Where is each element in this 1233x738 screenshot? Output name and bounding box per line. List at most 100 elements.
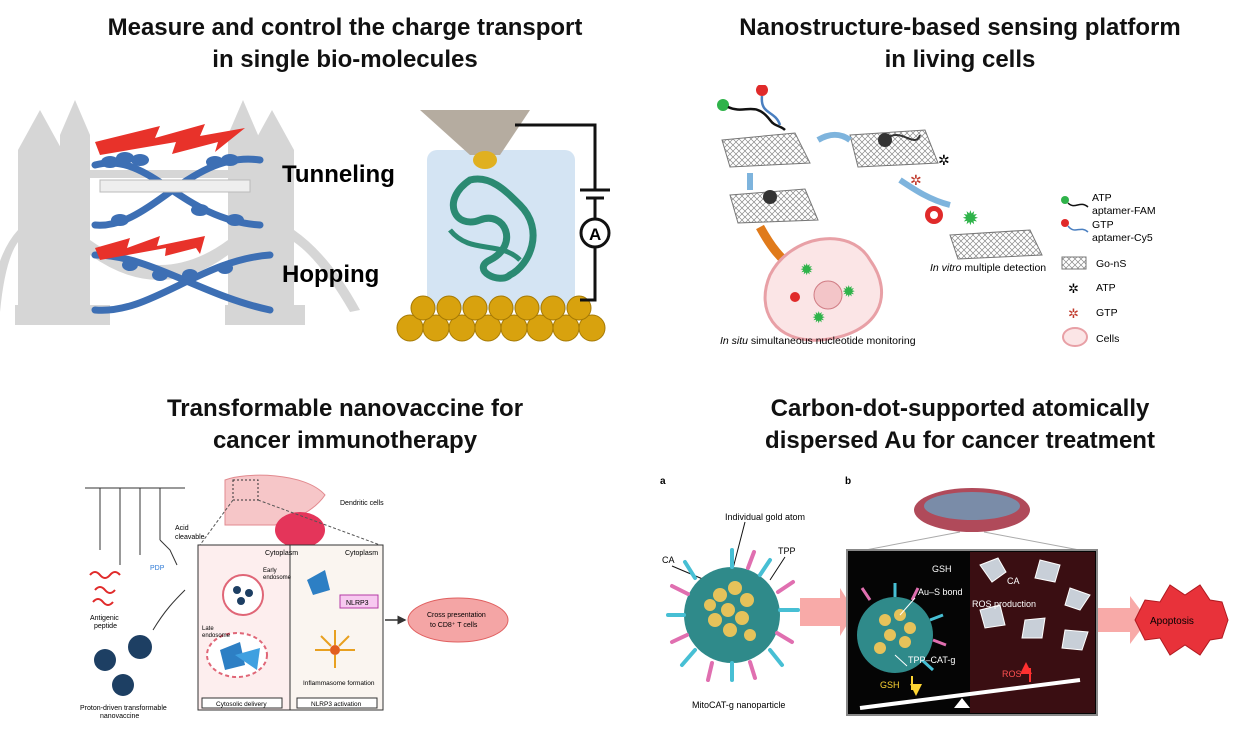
late-endosome-label-l1: Late [202, 626, 214, 632]
nlrp3-label: NLRP3 [346, 600, 369, 607]
early-endosome [222, 574, 264, 616]
ammeter-label: A [589, 225, 601, 244]
panel3-title-line1: Transformable nanovaccine for [166, 395, 524, 422]
acid-cleavable-label-l1: Acid [175, 525, 189, 532]
hopping-arrow-icon [95, 236, 205, 260]
panel-a-label: a [660, 476, 666, 487]
cytoplasm-right-label: Cytoplasm [345, 550, 378, 557]
apoptosis-burst [1134, 584, 1229, 656]
fam-dye-icon [717, 99, 729, 111]
panel-b-label: b [845, 476, 851, 487]
insitu-caption: In situ simultaneous nucleotide monitori… [720, 335, 916, 347]
svg-text:✹: ✹ [842, 284, 855, 301]
legend-cells: Cells [1096, 333, 1119, 345]
flow-arrow-1 [816, 131, 852, 143]
legend-cell-icon [1062, 327, 1088, 347]
nlrp3-activation-label: NLRP3 activation [311, 701, 362, 708]
cross-presentation-bubble [407, 597, 509, 643]
late-endosome-label-l2: endosome [202, 633, 231, 639]
aus-bond-label: Au–S bond [918, 587, 963, 597]
ca-box-label: CA [1007, 576, 1020, 586]
antigenic-peptide-icon [89, 571, 121, 606]
svg-text:✹: ✹ [800, 262, 813, 279]
seesaw-beam [859, 678, 1081, 710]
legend-atp-icon: ✲ [1068, 281, 1079, 296]
ammeter-icon [579, 217, 611, 249]
proton-label-l2: nanovaccine [100, 713, 139, 720]
charge-transport-figure: Tunneling Hopping A [0, 100, 611, 342]
panel1-title: Measure and control the charge transport… [60, 12, 630, 76]
zoom-box [232, 479, 259, 501]
pdp-label: PDP [150, 565, 165, 572]
acid-cleavable-label-l2: cleavable [175, 534, 205, 541]
gold-substrate [396, 295, 606, 342]
tip-gold-atom [473, 151, 497, 169]
nanovaccine-figure: Acid cleavable PDP Antigenic peptide Pro… [80, 474, 509, 720]
cross-presentation-l1: Cross presentation [427, 612, 486, 619]
svg-text:✹: ✹ [812, 310, 825, 327]
ca-label: CA [662, 555, 675, 565]
cross-presentation-l2: to CD8⁺ T cells [430, 622, 478, 629]
go-ns-sheet-1 [721, 132, 811, 168]
legend-atp: ATP [1096, 282, 1116, 294]
apoptosis-label: Apoptosis [1150, 616, 1194, 627]
antigenic-peptide-label-l1: Antigenic [90, 615, 119, 622]
panel1-title-line2: in single bio-molecules [212, 46, 478, 73]
panel1-title-line1: Measure and control the charge transport [107, 14, 583, 41]
cytoplasm-left-label: Cytoplasm [265, 550, 298, 557]
ros-cell-icons [979, 557, 1091, 651]
panel4-title-line1: Carbon-dot-supported atomically [770, 395, 1150, 422]
early-endosome-label-l2: endosome [263, 575, 292, 581]
tpp-cat-label: TPP–CAT-g [908, 655, 955, 665]
legend-gtp-icon: ✲ [1068, 306, 1079, 321]
early-endosome-label-l1: Early [263, 568, 277, 574]
legend-gtp-aptamer-l2: aptamer-Cy5 [1092, 232, 1153, 244]
svg-text:✹: ✹ [962, 208, 979, 230]
flow-arrow-big-2 [1098, 596, 1148, 644]
sensing-platform-figure: ✲ ✲ ✹ ✹ ✹ ✹ In situ simultaneous nucleot… [717, 85, 1156, 347]
gtp-molecule-icon-1: ✲ [910, 172, 922, 188]
legend-gtp: GTP [1096, 307, 1118, 319]
nanovaccine-particle-1 [94, 649, 116, 671]
gsh-label: GSH [932, 564, 952, 574]
legend: ATP aptamer-FAM GTP aptamer-Cy5 Go-nS ✲ … [1061, 192, 1156, 347]
stacked-base-pairs-lower [122, 259, 233, 281]
graphene-sheet [99, 179, 251, 193]
nanovaccine-particle-2 [128, 635, 152, 659]
inflammasome-icon [315, 630, 355, 668]
mitocat-label: MitoCAT-g nanoparticle [692, 700, 785, 710]
panel4-title: Carbon-dot-supported atomically disperse… [690, 393, 1230, 457]
panel3-title-line2: cancer immunotherapy [212, 427, 478, 454]
cytosolic-delivery-label: Cytosolic delivery [216, 701, 267, 708]
cy5-dye-icon [756, 85, 768, 96]
proton-label-l1: Proton-driven transformable [80, 705, 167, 712]
polymer-structure [85, 487, 185, 566]
go-ns-sheet-3 [729, 188, 819, 224]
mitocat-nanoparticle [666, 548, 800, 682]
stm-tip [420, 110, 530, 155]
panel4-title-line2: dispersed Au for cancer treatment [765, 427, 1155, 454]
panel2-title-line1: Nanostructure-based sensing platform [739, 14, 1181, 41]
tpp-label: TPP [778, 546, 796, 556]
stacked-base-pairs-upper [101, 152, 244, 226]
legend-gtp-aptamer-l1: GTP [1092, 219, 1114, 231]
gsh-low-label: GSH [880, 680, 900, 690]
circuit-wire [515, 123, 610, 302]
ros-label: ROS [1002, 669, 1022, 679]
antigenic-peptide-label-l2: peptide [94, 623, 117, 630]
tunneling-arrow-icon [95, 124, 245, 155]
panel2-title: Nanostructure-based sensing platform in … [690, 12, 1230, 76]
nlrp3-box [339, 594, 379, 609]
flow-arrow-3 [898, 177, 951, 208]
go-ns-sheet-4 [949, 229, 1043, 260]
carbon-dot-figure: a b Individual gold atom CA TPP MitoCAT-… [660, 476, 1229, 716]
legend-atp-aptamer-l1: ATP [1092, 192, 1112, 204]
seesaw-pivot [954, 698, 970, 708]
flow-arrow-big-1 [800, 588, 855, 636]
inflammasome-label: Inflammasome formation [303, 680, 375, 687]
solution-cell [427, 150, 575, 310]
panel3-title: Transformable nanovaccine for cancer imm… [60, 393, 630, 457]
tunneling-label: Tunneling [282, 161, 395, 188]
legend-go-ns: Go-nS [1096, 258, 1126, 270]
gold-atom-label: Individual gold atom [725, 512, 805, 522]
